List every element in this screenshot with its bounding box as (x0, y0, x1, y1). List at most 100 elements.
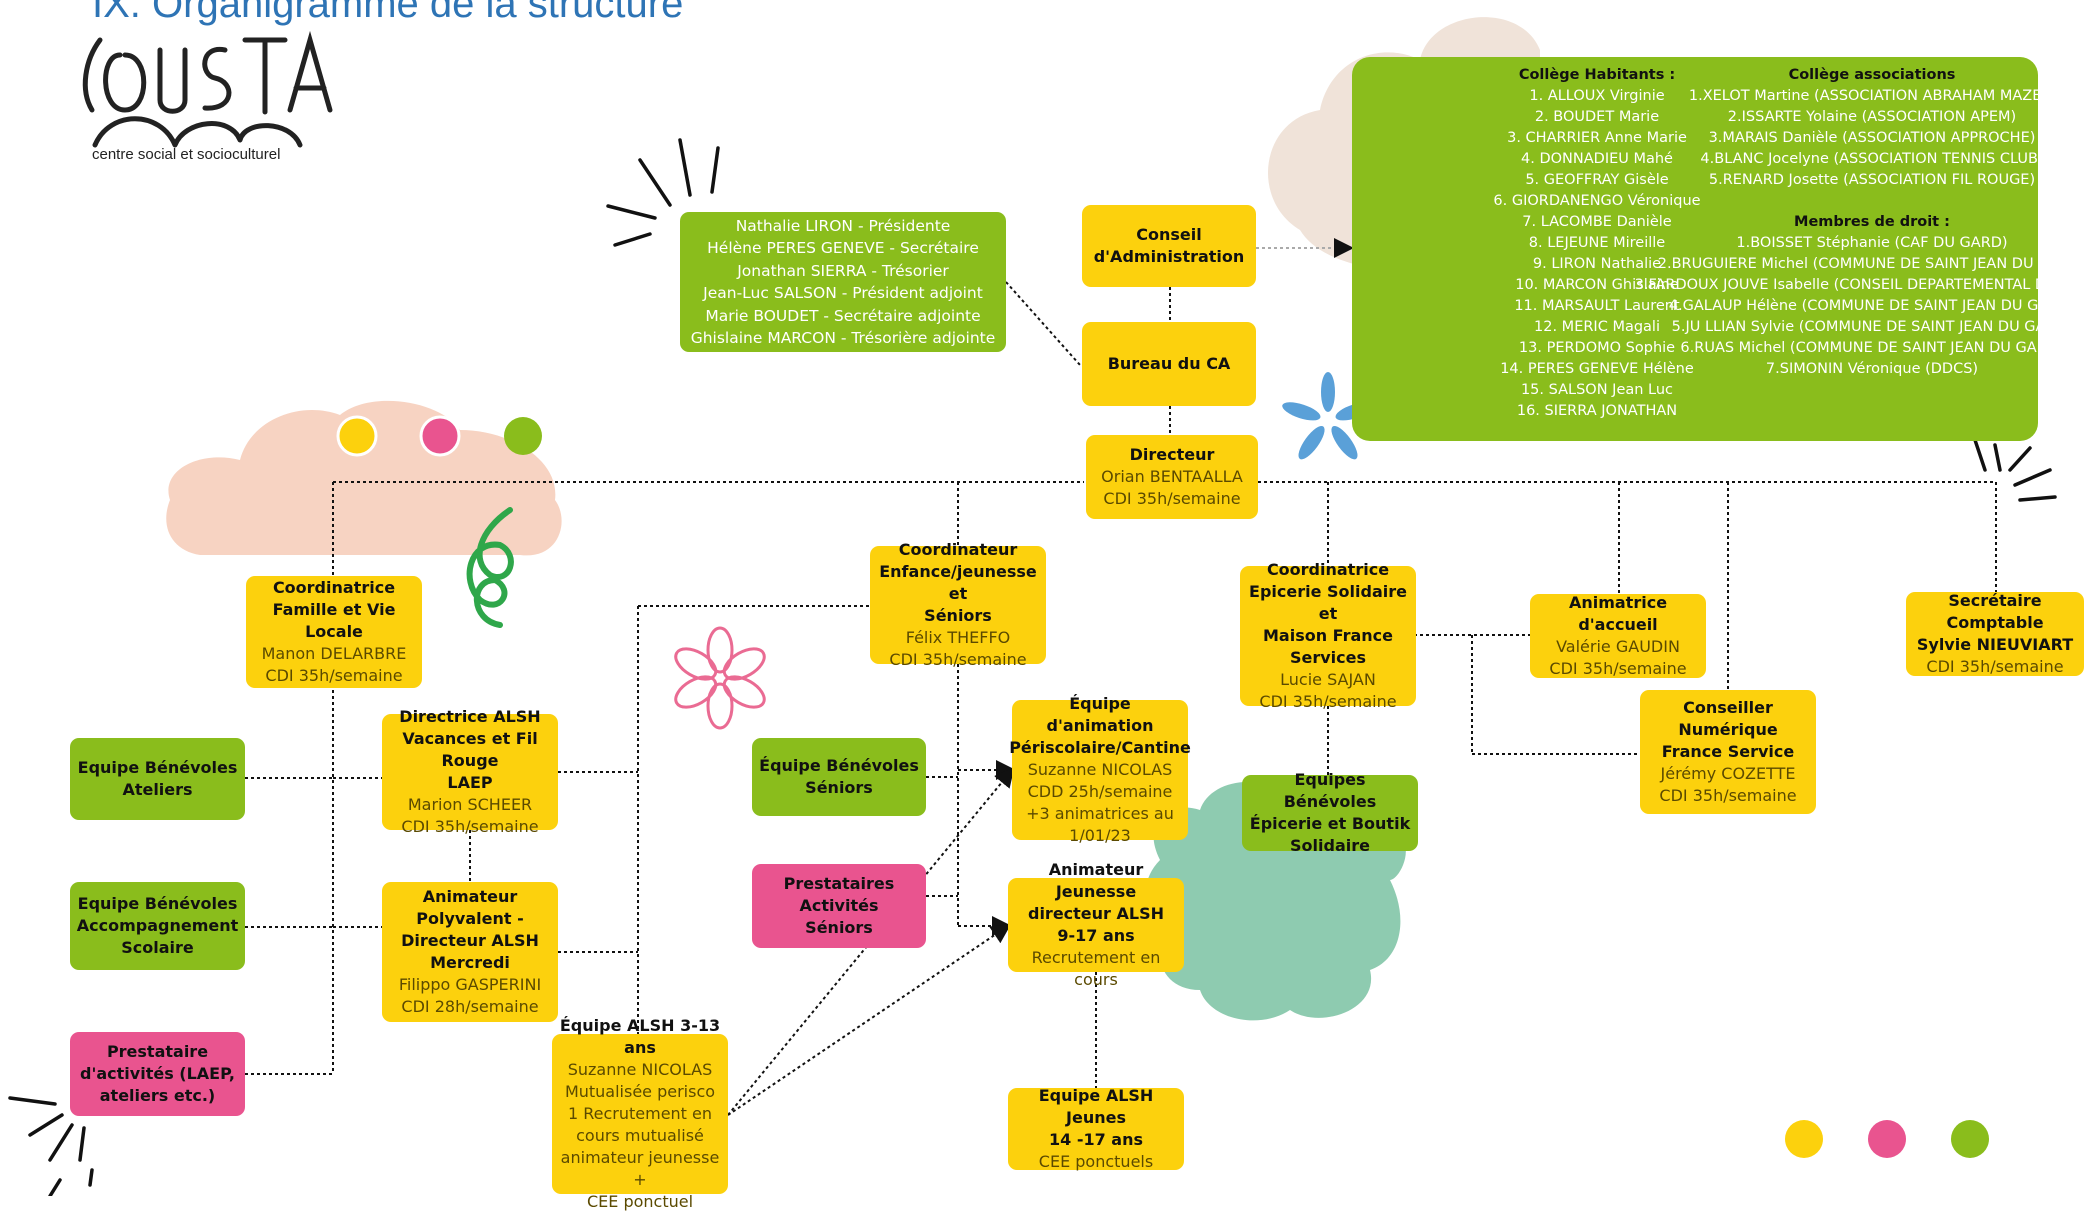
college-member: 7.SIMONIN Véronique (DDCS) (1765, 361, 1979, 377)
box-title: Famille et Vie Locale (272, 600, 396, 641)
box-title: Prestataires Activités (783, 874, 895, 915)
box-title: Accompagnement (76, 916, 239, 935)
equipes-epicerie-box: Equipes Bénévoles Épicerie et Boutik Sol… (1242, 770, 1418, 855)
box-detail: Suzanne NICOLAS (1027, 760, 1173, 779)
college-member: 5.RENARD Josette (ASSOCIATION FIL ROUGE) (1708, 172, 2036, 188)
colleges-box: Collège Habitants : 1. ALLOUX Virginie 2… (1352, 57, 2084, 441)
box-detail: Valérie GAUDIN (1556, 637, 1680, 656)
box-title: Equipe ALSH Jeunes (1038, 1086, 1154, 1127)
green-dot (1951, 1120, 1989, 1158)
college-member: 5. GEOFFRAY Gisèle (1525, 172, 1669, 188)
burst-icon (8, 1096, 94, 1196)
box-title: Épicerie et Boutik (1249, 814, 1411, 833)
box-title: Bureau du CA (1107, 354, 1231, 373)
prestataire-activites-box: Prestataire d'activités (LAEP, ateliers … (70, 1032, 245, 1116)
box-title: Périscolaire/Cantine (1009, 738, 1191, 757)
college-habitants: Collège Habitants : 1. ALLOUX Virginie 2… (1352, 65, 1842, 422)
box-detail: Recrutement en cours (1031, 948, 1161, 989)
box-detail: cours mutualisé (576, 1126, 704, 1145)
equipe-periscolaire-box: Équipe d'animation Périscolaire/Cantine … (1009, 694, 1191, 845)
box-title: d'activités (LAEP, (80, 1064, 235, 1083)
college-member: 8. LEJEUNE Mireille (1528, 235, 1666, 251)
box-title: Animateur Jeunesse (1048, 860, 1144, 901)
college-member: 11. MARSAULT Laurent (1514, 298, 1680, 314)
box-title: 9-17 ans (1057, 926, 1135, 945)
pink-dot (1868, 1120, 1906, 1158)
box-detail: Orian BENTAALLA (1101, 467, 1243, 486)
college-member: 3.FARDOUX JOUVE Isabelle (CONSEIL DEPART… (1634, 277, 2084, 293)
secretaire-box: Secrétaire Comptable Sylvie NIEUVIART CD… (1906, 591, 2084, 676)
box-title: directeur ALSH (1027, 904, 1164, 923)
box-title: France Service (1661, 742, 1795, 761)
box-title: Coordinateur (898, 540, 1018, 559)
box-title: Directeur (1129, 445, 1215, 464)
box-detail: CDI 35h/semaine (1103, 489, 1241, 508)
college-header: Collège associations (1788, 67, 1956, 83)
box-detail: +3 animatrices au (1026, 804, 1174, 823)
college-member: 1.XELOT Martine (ASSOCIATION ABRAHAM MAZ… (1688, 88, 2056, 104)
box-detail: Suzanne NICOLAS (567, 1060, 713, 1079)
box-title: Mercredi (430, 953, 510, 972)
bureau-member: Jonathan SIERRA - Trésorier (737, 261, 949, 280)
box-detail: CDI 35h/semaine (1659, 786, 1797, 805)
box-detail: CDD 25h/semaine (1027, 782, 1173, 801)
box-title: Séniors (805, 778, 873, 797)
college-member: 2.ISSARTE Yolaine (ASSOCIATION APEM) (1727, 109, 2017, 125)
college-member: 13. PERDOMO Sophie (1518, 340, 1676, 356)
equipe-seniors-box: Équipe Bénévoles Séniors (752, 738, 926, 816)
box-detail: 1 Recrutement en (567, 1104, 713, 1123)
box-title: ateliers etc.) (99, 1086, 216, 1105)
box-title: Coordinatrice (1266, 560, 1390, 579)
box-title: Animatrice d'accueil (1568, 593, 1668, 634)
bureau-member: Jean-Luc SALSON - Président adjoint (703, 284, 983, 302)
college-member: 4.BLANC Jocelyne (ASSOCIATION TENNIS CLU… (1700, 151, 2044, 167)
box-title: Sylvie NIEUVIART (1916, 635, 2074, 654)
box-title: Scolaire (121, 938, 194, 957)
box-detail: CDI 35h/semaine (1549, 659, 1687, 678)
coord-famille-box: Coordinatrice Famille et Vie Locale Mano… (246, 576, 422, 688)
college-member: 2.BRUGUIERE Michel (COMMUNE DE SAINT JEA… (1657, 256, 2084, 272)
equipe-ateliers-box: Equipe Bénévoles Ateliers (70, 738, 245, 820)
college-member: 14. PERES GENEVE Hélène (1500, 361, 1694, 377)
logo-caption: centre social et socioculturel (92, 146, 281, 163)
logo-icon (82, 30, 333, 148)
coord-enfance-box: Coordinateur Enfance/jeunesse et Séniors… (870, 540, 1046, 669)
bureau-member: Ghislaine MARCON - Trésorière adjointe (690, 329, 996, 347)
box-detail: CDI 35h/semaine (889, 650, 1027, 669)
box-title: Conseiller (1683, 698, 1773, 717)
box-detail: Félix THEFFO (905, 628, 1011, 647)
pink-dot (419, 415, 461, 457)
directeur-box: Directeur Orian BENTAALLA CDI 35h/semain… (1086, 435, 1258, 519)
box-title: Numérique (1678, 720, 1778, 739)
box-title: Epicerie Solidaire et (1249, 582, 1407, 623)
equipe-alsh-jeunes-box: Equipe ALSH Jeunes 14 -17 ans CEE ponctu… (1008, 1086, 1184, 1171)
box-detail: CDI 35h/semaine (1926, 657, 2064, 676)
college-associations: Collège associations 1.XELOT Martine (AS… (1552, 65, 2084, 380)
prestataires-seniors-box: Prestataires Activités Séniors (752, 864, 926, 948)
box-title: Directeur ALSH (401, 931, 539, 950)
spacer (1552, 191, 2084, 212)
college-member: 1. ALLOUX Virginie (1529, 88, 1665, 104)
box-title: Secrétaire Comptable (1946, 591, 2044, 632)
college-member: 12. MERIC Magali (1534, 319, 1660, 335)
box-detail: animateur jeunesse + (560, 1148, 720, 1189)
box-title: LAEP (447, 773, 493, 792)
box-detail: 1/01/23 (1069, 826, 1131, 845)
box-title: Equipe Bénévoles (77, 758, 238, 777)
box-detail: Marion SCHEER (407, 795, 533, 814)
animateur-jeunesse-box: Animateur Jeunesse directeur ALSH 9-17 a… (1008, 860, 1184, 989)
college-member: 4. DONNADIEU Mahé (1521, 151, 1673, 167)
box-title: Prestataire (106, 1042, 209, 1061)
bureau-members-box: Nathalie LIRON - Présidente Hélène PERES… (680, 212, 1006, 352)
box-title: Séniors (924, 606, 992, 625)
box-detail: CEE ponctuels (1038, 1152, 1154, 1171)
college-member: 10. MARCON Ghislaine (1515, 277, 1679, 293)
bureau-member: Marie BOUDET - Secrétaire adjointe (705, 306, 981, 325)
box-title: Ateliers (122, 780, 193, 799)
box-title: Vacances et Fil Rouge (402, 729, 538, 770)
box-detail: Filippo GASPERINI (398, 975, 542, 994)
box-title: Équipe Bénévoles (759, 756, 919, 775)
box-title: Equipe Bénévoles (77, 894, 238, 913)
cloud-peach (166, 400, 562, 556)
coord-epicerie-box: Coordinatrice Epicerie Solidaire et Mais… (1240, 560, 1416, 711)
